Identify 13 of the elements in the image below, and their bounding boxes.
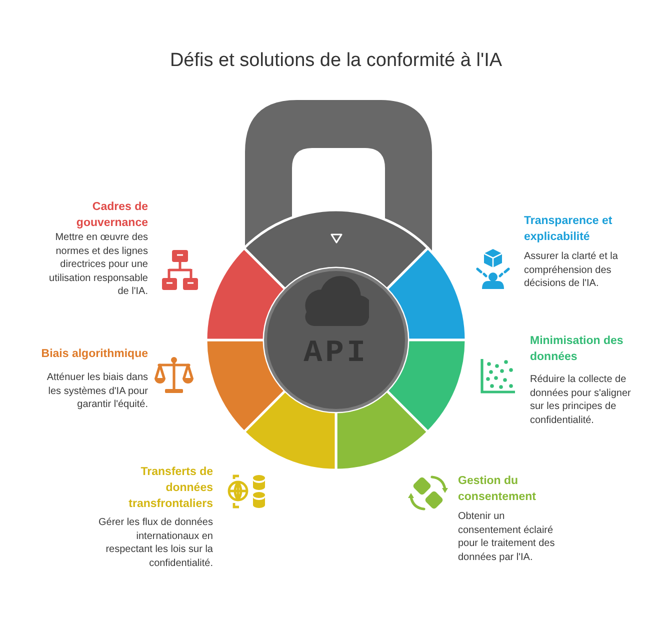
title: Défis et solutions de la conformité à l'IA (170, 50, 502, 71)
description-text: Gérer les flux de données internationaux en respectant les lois sur la confidentialité. (98, 516, 213, 570)
section-heading: Gestion du consentement (458, 474, 537, 505)
description-text: Mettre en œuvre des normes et des lignes directrices pour une utilisation responsable de l'IA. (48, 231, 148, 298)
section-heading: Cadres de gouvernance (75, 200, 148, 231)
section-heading: Biais algorithmique (40, 347, 148, 362)
description-text: Atténuer les biais dans les systèmes d'IA pour garantir l'équité. (46, 371, 148, 412)
description-text: Assurer la clarté et la compréhension des décisions de l'IA. (524, 250, 619, 290)
section-heading: Minimisation des données (530, 334, 624, 365)
section-heading: Transparence et explicabilité (524, 214, 614, 245)
section-heading: Transferts de données transfrontaliers (128, 465, 213, 512)
description-text: Réduire la collecte de données pour s'aligner sur les principes de confidentialité. (530, 373, 632, 427)
description-text: Obtenir un consentement éclairé pour le traitement des données par l'IA. (458, 510, 556, 564)
